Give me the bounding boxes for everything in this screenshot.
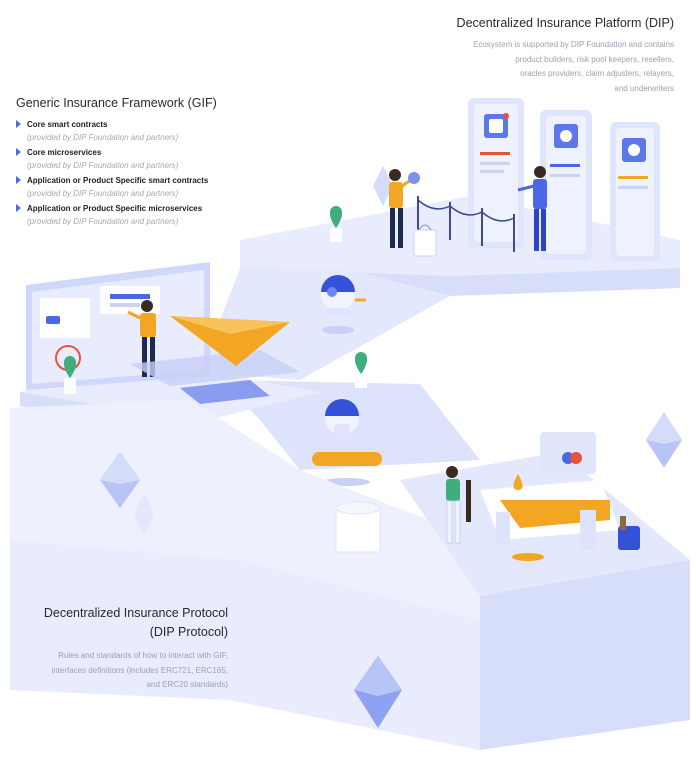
developer-figure bbox=[127, 300, 156, 377]
protocol-desc-line: and ERC20 standards) bbox=[146, 680, 228, 689]
dip-section: Decentralized Insurance Platform (DIP) E… bbox=[420, 16, 674, 96]
display-card-1 bbox=[468, 98, 524, 248]
protocol-desc-line: Rules and standards of how to interact w… bbox=[58, 651, 228, 660]
protocol-section: Decentralized Insurance Protocol (DIP Pr… bbox=[20, 606, 228, 693]
paint-bucket bbox=[618, 516, 640, 550]
gif-item-sub: (provided by DIP Foundation and partners… bbox=[27, 161, 179, 170]
list-item: Application or Product Specific microser… bbox=[16, 202, 246, 228]
gif-item-sub: (provided by DIP Foundation and partners… bbox=[27, 217, 179, 226]
dip-desc-line: and underwriters bbox=[614, 83, 674, 93]
gif-list: Core smart contracts (provided by DIP Fo… bbox=[16, 118, 246, 228]
gif-title: Generic Insurance Framework (GIF) bbox=[16, 96, 217, 110]
gif-item-label: Core smart contracts bbox=[27, 120, 108, 129]
gif-item-sub: (provided by DIP Foundation and partners… bbox=[27, 189, 179, 198]
paper-roll bbox=[335, 501, 381, 553]
gif-item-sub: (provided by DIP Foundation and partners… bbox=[27, 133, 179, 142]
diamond-small bbox=[134, 492, 154, 536]
gif-item-label: Application or Product Specific smart co… bbox=[27, 176, 209, 185]
diamond-right bbox=[646, 412, 682, 468]
man-figure bbox=[517, 166, 547, 251]
diamond-bottom bbox=[354, 656, 402, 728]
bottom-tier-face bbox=[480, 560, 690, 750]
rope-barrier bbox=[417, 196, 515, 252]
plant-gif bbox=[63, 356, 77, 394]
dip-title: Decentralized Insurance Platform (DIP) bbox=[456, 16, 674, 30]
display-card-3 bbox=[610, 122, 660, 262]
floating-panel-glow bbox=[180, 380, 270, 404]
printing-machine bbox=[480, 432, 620, 550]
gif-section: Generic Insurance Framework (GIF) Core s… bbox=[16, 96, 246, 230]
plant-middle bbox=[354, 352, 368, 388]
plant-top bbox=[329, 206, 343, 242]
floating-panel bbox=[130, 350, 300, 386]
robot-carrier bbox=[312, 399, 382, 486]
paper-plane bbox=[170, 316, 290, 366]
list-item: Core smart contracts (provided by DIP Fo… bbox=[16, 118, 246, 144]
gif-item-label: Application or Product Specific microser… bbox=[27, 204, 203, 213]
triangle-bullet-icon bbox=[16, 148, 21, 156]
diamond-decoration bbox=[373, 166, 393, 206]
triangle-bullet-icon bbox=[16, 120, 21, 128]
dip-description: Ecosystem is supported by DIP Foundation… bbox=[420, 38, 674, 96]
gif-item-label: Core microservices bbox=[27, 148, 102, 157]
protocol-title-line1: Decentralized Insurance Protocol bbox=[43, 606, 228, 620]
list-item: Core microservices (provided by DIP Foun… bbox=[16, 146, 246, 172]
diamond-left bbox=[100, 452, 140, 508]
paint-puddle bbox=[512, 553, 544, 561]
robot-flying bbox=[321, 275, 366, 334]
list-item: Application or Product Specific smart co… bbox=[16, 174, 246, 200]
dip-desc-line: oracles providers, claim adjusters, rela… bbox=[520, 69, 674, 78]
shopping-bag bbox=[413, 224, 437, 257]
protocol-desc-line: interfaces definitions (includes ERC721,… bbox=[51, 665, 228, 675]
paint-drop bbox=[513, 474, 523, 490]
display-card-2 bbox=[540, 110, 592, 260]
dip-desc-line: product builders, risk pool keepers, res… bbox=[515, 54, 674, 64]
triangle-bullet-icon bbox=[16, 176, 21, 184]
protocol-description: Rules and standards of how to interact w… bbox=[20, 649, 228, 693]
triangle-bullet-icon bbox=[16, 204, 21, 212]
dip-desc-line: Ecosystem is supported by DIP Foundation… bbox=[473, 40, 674, 49]
worker-figure bbox=[446, 466, 471, 544]
protocol-title-line2: (DIP Protocol) bbox=[149, 625, 228, 639]
woman-figure bbox=[389, 169, 420, 248]
